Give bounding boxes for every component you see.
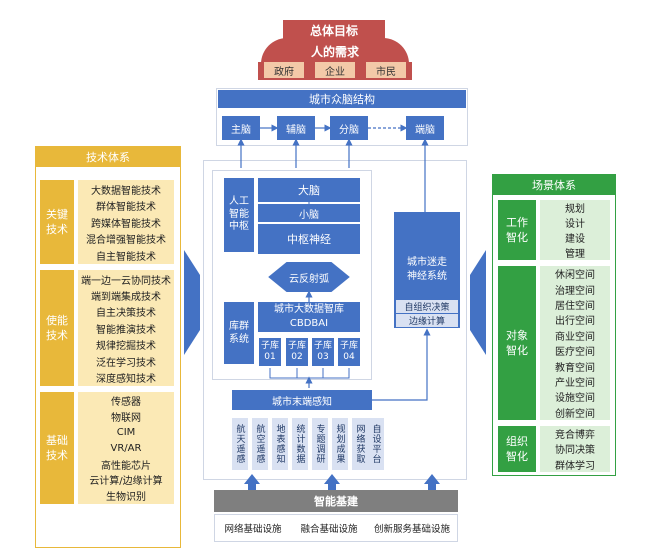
tech-base-item: VR/AR	[110, 442, 142, 454]
sensing-statistics: 统计数据	[292, 418, 308, 470]
goal-gov: 政府	[264, 62, 304, 78]
tech-enabling-item: 端一边一云协同技术	[81, 275, 171, 287]
human-needs: 人的需求	[261, 38, 409, 64]
scene-object-list: 休闲空间 治理空间 居住空间 出行空间 商业空间 医疗空间 教育空间 产业空间 …	[540, 266, 610, 420]
tech-enabling-item: 智能推演技术	[96, 324, 156, 336]
central-nerve: 中枢神经	[258, 224, 360, 254]
infra-panel	[214, 514, 458, 542]
tech-base-item: 传感器	[111, 397, 141, 409]
left-chevron	[184, 250, 200, 355]
tech-base-item: 云计算/边缘计算	[89, 476, 163, 488]
sensing-aerial: 航空遥感	[252, 418, 268, 470]
scene-object-item: 医疗空间	[555, 347, 595, 359]
scene-org-item: 群体学习	[555, 460, 595, 472]
tech-base-list: 传感器 物联网 CIM VR/AR 高性能芯片 云计算/边缘计算 生物识别	[78, 392, 174, 504]
library-code: CBDBAI	[289, 318, 329, 329]
reflex-arc: 云反射弧	[268, 262, 350, 292]
sub-library-02: 子库 02	[286, 338, 308, 366]
scene-object-item: 商业空间	[555, 331, 595, 343]
tech-enabling-item: 规律挖掘技术	[96, 341, 156, 353]
library-title: 城市大数据智库	[274, 304, 344, 315]
brain-branch: 分脑	[330, 116, 368, 140]
tech-key-item: 自主智能技术	[96, 251, 156, 263]
goal-title: 总体目标	[283, 20, 385, 40]
goal-citizen: 市民	[366, 62, 406, 78]
tech-base-item: 物联网	[111, 413, 141, 425]
infra-fusion: 融合基础设施	[300, 524, 358, 535]
infra-title: 智能基建	[214, 490, 458, 512]
tech-key-item: 群体智能技术	[96, 202, 156, 214]
sub-library-01: 子库 01	[259, 338, 281, 366]
edge-computing: 边缘计算	[396, 314, 458, 327]
tech-enabling-item: 自主决策技术	[96, 308, 156, 320]
tech-enabling-item: 深度感知技术	[96, 374, 156, 386]
scene-work-item: 设计	[565, 219, 585, 230]
scene-work-item: 建设	[565, 234, 585, 245]
small-brain: 小脑	[258, 204, 360, 222]
sublib-bracket	[269, 368, 350, 379]
scene-object-item: 创新空间	[555, 408, 595, 420]
scene-object-item: 治理空间	[555, 285, 595, 297]
scene-org-label: 组织 智化	[498, 426, 536, 472]
infra-arrow-3	[424, 474, 440, 490]
city-big-data-library: 城市大数据智库 CBDBAI	[258, 302, 360, 332]
tech-enabling-list: 端一边一云协同技术 端到端集成技术 自主决策技术 智能推演技术 规律挖掘技术 泛…	[78, 270, 174, 386]
brain-terminal: 端脑	[406, 116, 444, 140]
infra-network: 网络基础设施	[224, 524, 282, 535]
scene-org-item: 协同决策	[555, 445, 595, 457]
arrow-terminal-to-vagus	[372, 328, 431, 401]
scene-object-item: 设施空间	[555, 393, 595, 405]
scene-org-list: 竞合博弈 协同决策 群体学习	[540, 426, 610, 472]
scene-object-item: 居住空间	[555, 300, 595, 312]
brain-main: 主脑	[222, 116, 260, 140]
self-org-decision: 自组织决策	[396, 300, 458, 313]
tech-base-item: 高性能芯片	[101, 460, 151, 472]
goal-enterprise: 企业	[315, 62, 355, 78]
tech-title: 技术体系	[36, 147, 180, 167]
infra-arrow-2	[324, 474, 340, 490]
scene-title: 场景体系	[493, 175, 615, 195]
scene-object-item: 出行空间	[555, 316, 595, 328]
tech-enabling-label: 使能 技术	[40, 270, 74, 386]
sensing-platform: 自设平台	[368, 418, 384, 470]
tech-key-item: 跨媒体智能技术	[91, 218, 161, 230]
tech-key-list: 大数据智能技术 群体智能技术 跨媒体智能技术 混合增强智能技术 自主智能技术	[78, 180, 174, 264]
infra-arrow-1	[244, 474, 260, 490]
sensing-aerospace: 航天遥感	[232, 418, 248, 470]
scene-work-item: 规划	[565, 204, 585, 215]
ai-hub-label: 人工 智能 中枢	[224, 178, 254, 252]
scene-object-item: 产业空间	[555, 377, 595, 389]
tech-base-item: 生物识别	[106, 492, 146, 504]
brain-structure-title: 城市众脑结构	[218, 90, 466, 108]
scene-org-item: 竞合博弈	[555, 430, 595, 442]
sensing-planning: 规划成果	[332, 418, 348, 470]
tech-base-label: 基础 技术	[40, 392, 74, 504]
brain-aux: 辅脑	[277, 116, 315, 140]
tech-enabling-item: 泛在学习技术	[96, 357, 156, 369]
big-brain: 大脑	[258, 178, 360, 202]
tech-key-item: 大数据智能技术	[91, 185, 161, 197]
scene-object-label: 对象 智化	[498, 266, 536, 420]
scene-object-item: 休闲空间	[555, 270, 595, 282]
scene-work-item: 管理	[565, 249, 585, 260]
tech-base-item: CIM	[116, 426, 136, 438]
library-system-label: 库群 系统	[224, 302, 254, 364]
tech-enabling-item: 端到端集成技术	[91, 292, 161, 304]
sub-library-04: 子库 04	[338, 338, 360, 366]
tech-key-item: 混合增强智能技术	[86, 235, 166, 247]
sub-library-03: 子库 03	[312, 338, 334, 366]
terminal-sensing: 城市末端感知	[232, 390, 372, 410]
sensing-surface: 地表感知	[272, 418, 288, 470]
scene-work-list: 规划 设计 建设 管理	[540, 200, 610, 260]
tech-key-label: 关键 技术	[40, 180, 74, 264]
infra-innovation: 创新服务基础设施	[373, 524, 450, 535]
scene-object-item: 教育空间	[555, 362, 595, 374]
scene-work-label: 工作 智化	[498, 200, 536, 260]
sensing-network: 网络获取	[352, 418, 368, 470]
right-chevron	[470, 250, 486, 355]
sensing-survey: 专题调研	[312, 418, 328, 470]
